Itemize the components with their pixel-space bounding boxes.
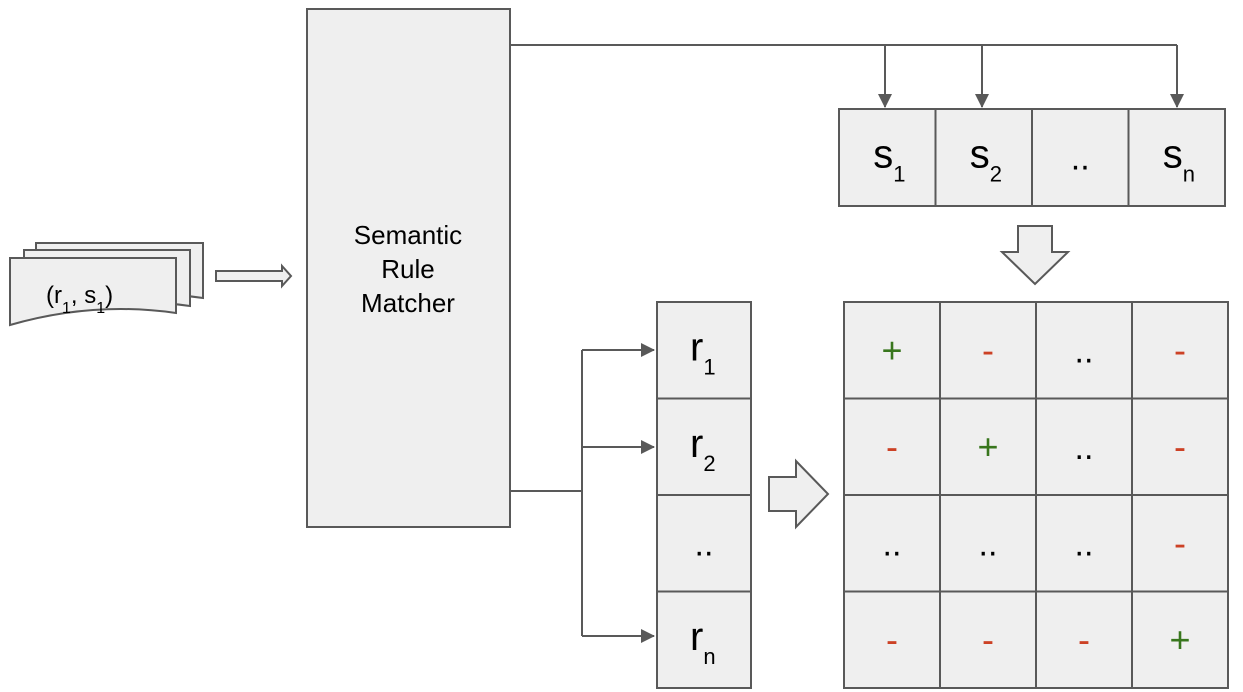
- match-ellipsis: ..: [1075, 525, 1094, 563]
- match-plus: +: [1169, 619, 1190, 660]
- r-column: r1 r2.. rn: [656, 301, 752, 689]
- matrix-cell: [939, 590, 1037, 689]
- matrix-cell: [1035, 590, 1133, 689]
- s-cell-label: sn: [1163, 133, 1195, 187]
- down-arrow: [999, 225, 1071, 286]
- matcher-to-r-connectors: [510, 343, 655, 643]
- match-minus: -: [886, 426, 898, 467]
- matrix-cell: [1035, 494, 1133, 593]
- s-cell-label: s1: [873, 133, 905, 187]
- r-cell-label: r1: [690, 325, 716, 379]
- matrix-cell: [1131, 494, 1229, 593]
- matrix-cell: [843, 397, 941, 496]
- r-cell-label: r2: [690, 422, 716, 476]
- match-minus: -: [886, 619, 898, 660]
- matrix-cell: [843, 494, 941, 593]
- match-matrix: + -.. - - +.. -...... - - - - +: [843, 301, 1229, 689]
- match-minus: -: [982, 329, 994, 370]
- matrix-cell: [1035, 301, 1133, 400]
- match-minus: -: [1174, 426, 1186, 467]
- match-ellipsis: ..: [883, 525, 902, 563]
- matrix-cell: [939, 494, 1037, 593]
- matcher-label-line: Matcher: [361, 288, 455, 318]
- matrix-cell: [1035, 397, 1133, 496]
- match-minus: -: [1174, 329, 1186, 370]
- match-minus: -: [982, 619, 994, 660]
- s-cell: [934, 108, 1033, 207]
- match-plus: +: [881, 329, 902, 370]
- match-ellipsis: ..: [1075, 429, 1094, 467]
- matrix-cell: [1131, 397, 1229, 496]
- s-cell: [1127, 108, 1226, 207]
- s-row: s1 s2.. sn: [838, 108, 1226, 207]
- r-cell: [656, 301, 752, 400]
- matcher-to-s-connectors: [510, 44, 1184, 108]
- input-arrow: [215, 263, 293, 289]
- matrix-cell: [1131, 301, 1229, 400]
- matrix-cell: [1131, 590, 1229, 689]
- input-document-stack: (r1, s1): [9, 242, 204, 327]
- input-document-label: (r1, s1): [46, 282, 113, 317]
- match-ellipsis: ..: [1075, 332, 1094, 370]
- r-cell-label: ..: [695, 525, 714, 563]
- r-cell-label: rn: [690, 615, 716, 669]
- match-ellipsis: ..: [979, 525, 998, 563]
- right-arrow: [768, 458, 830, 530]
- match-minus: -: [1078, 619, 1090, 660]
- r-cell: [656, 590, 752, 689]
- r-cell: [656, 494, 752, 593]
- s-cell-label: s2: [970, 133, 1002, 187]
- match-minus: -: [1174, 522, 1186, 563]
- s-cell: [1031, 108, 1130, 207]
- r-cell: [656, 397, 752, 496]
- matrix-cell: [843, 590, 941, 689]
- match-plus: +: [977, 426, 998, 467]
- matcher-label-line: Semantic: [354, 220, 462, 250]
- matcher-label-line: Rule: [381, 254, 434, 284]
- s-cell: [838, 108, 937, 207]
- s-cell-label: ..: [1071, 140, 1090, 178]
